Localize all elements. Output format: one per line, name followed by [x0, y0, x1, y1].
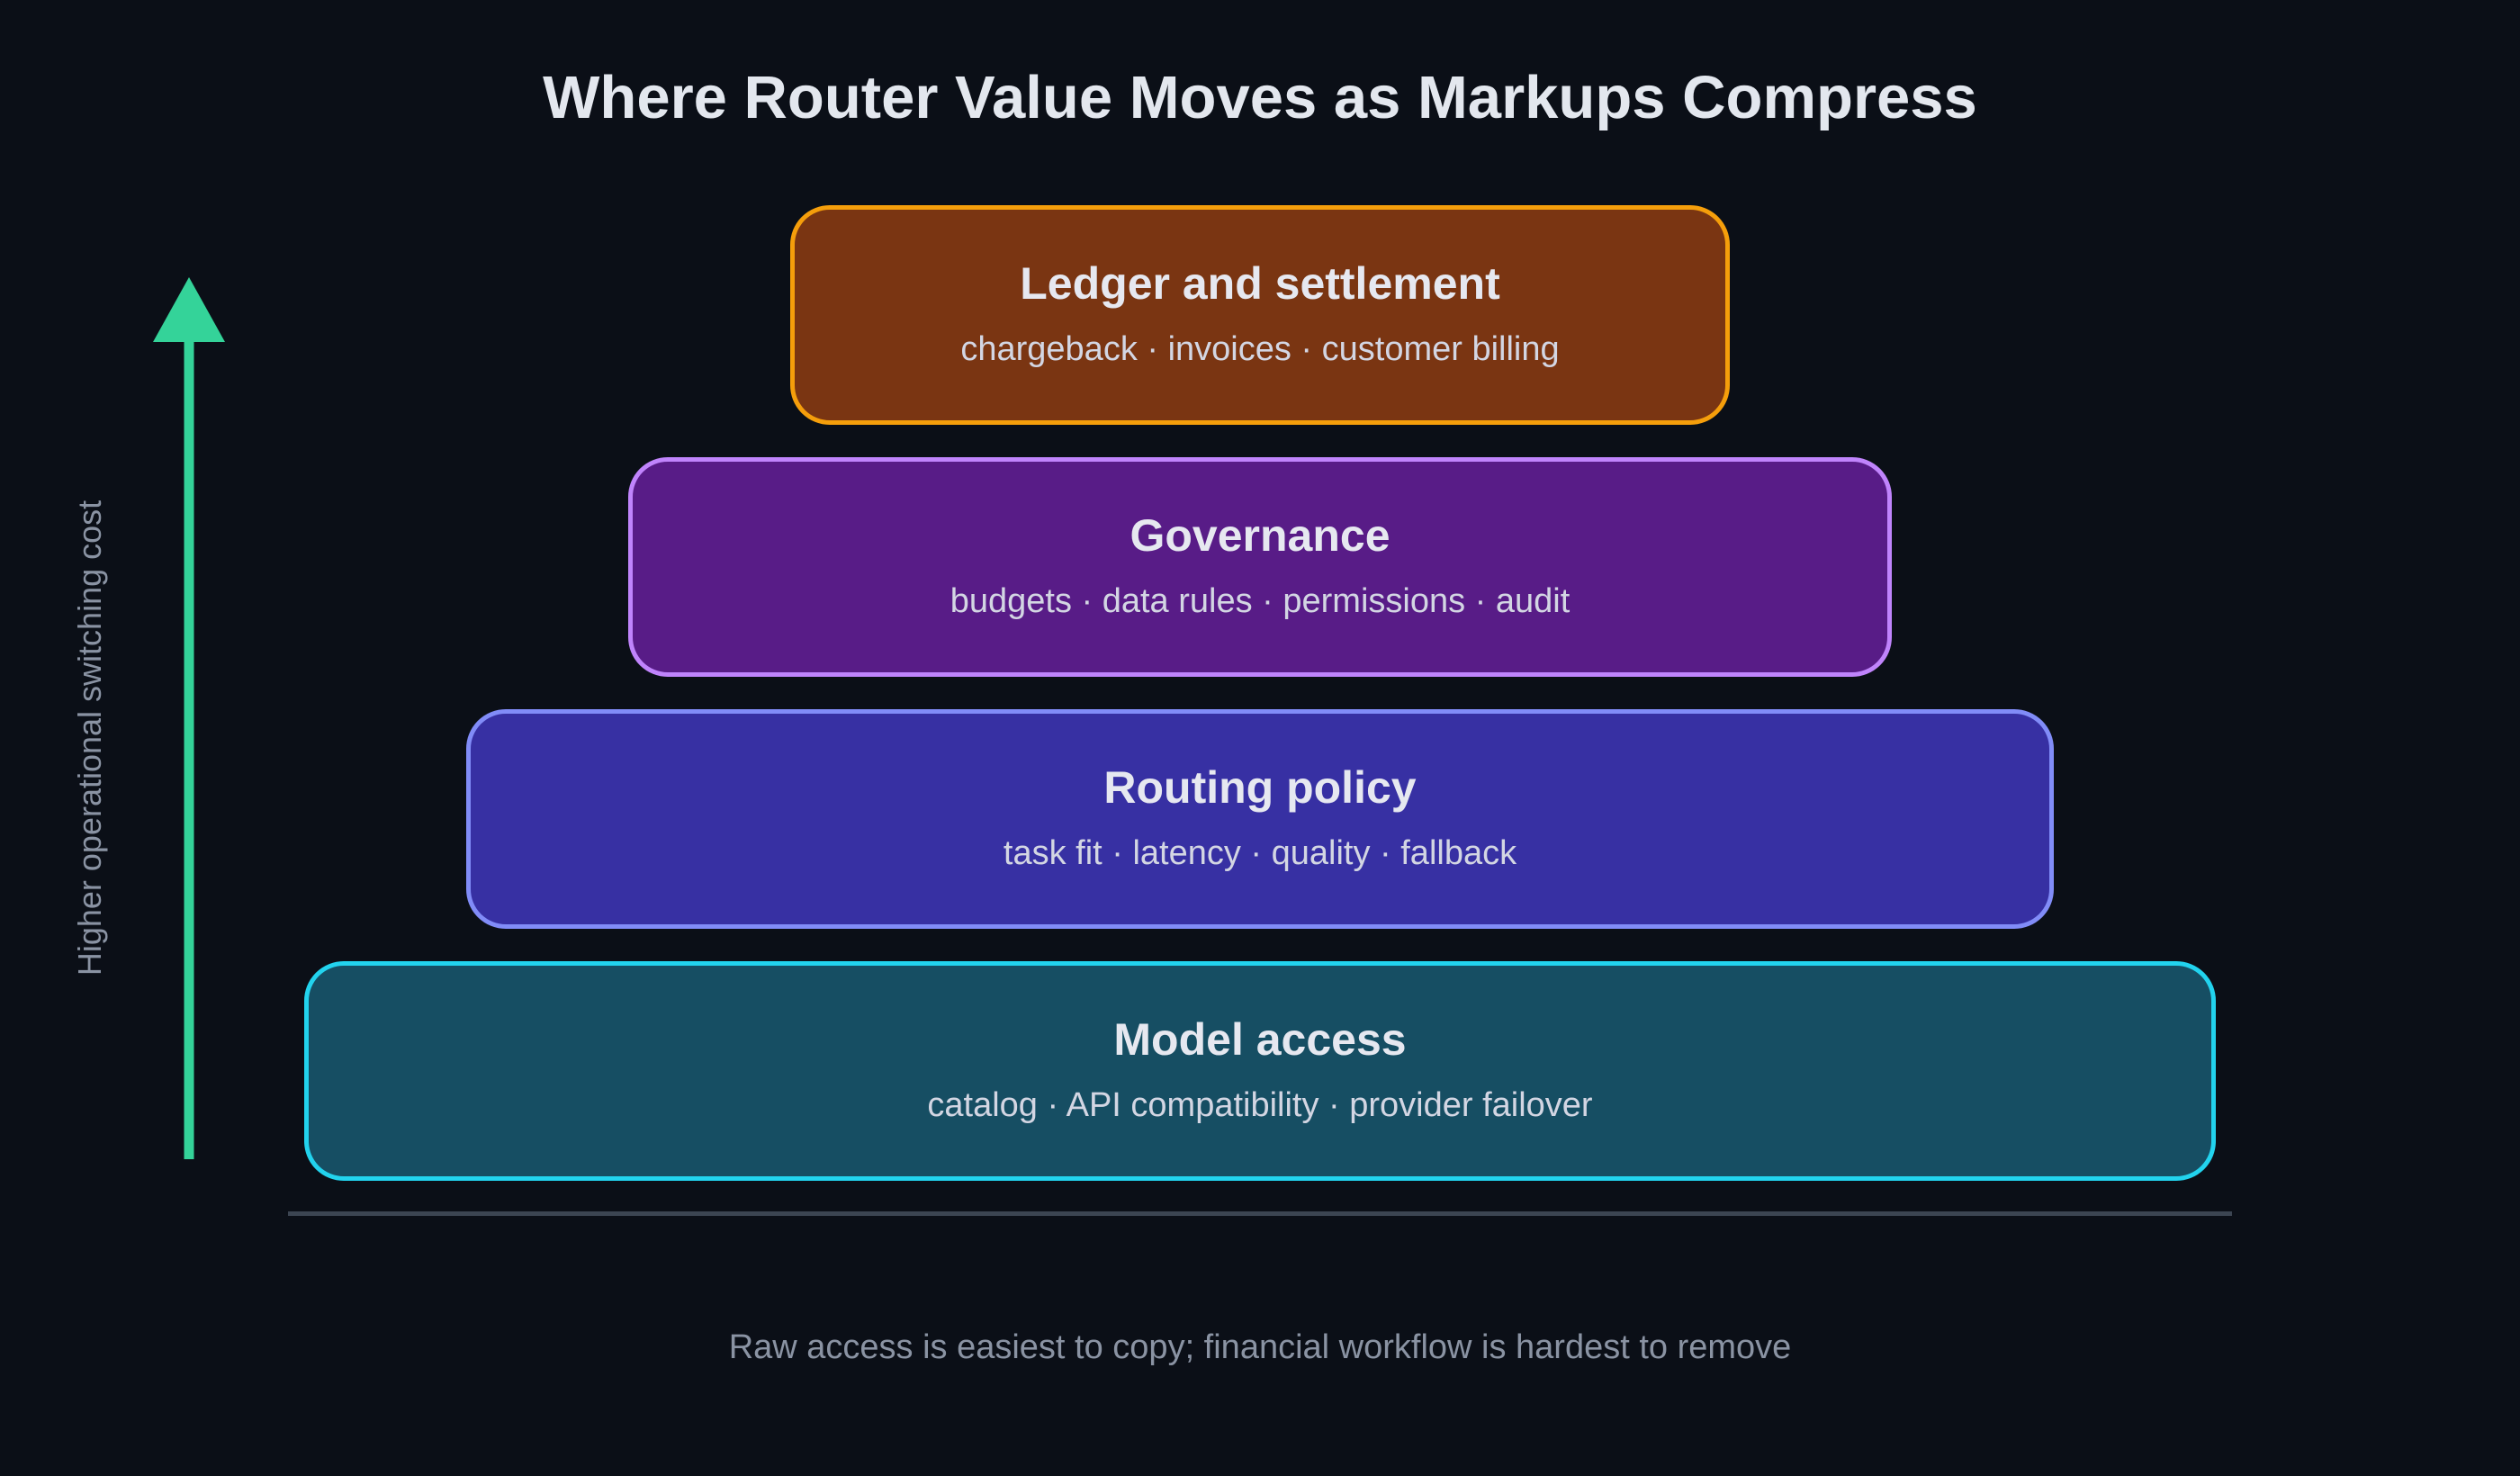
layer-governance: Governance budgets · data rules · permis…: [628, 457, 1892, 677]
switching-cost-arrow-icon: [153, 277, 225, 1159]
layer-routing-policy: Routing policy task fit · latency · qual…: [466, 709, 2054, 929]
axis-label-text: Higher operational switching cost: [71, 500, 108, 976]
layer-name: Routing policy: [1103, 762, 1417, 813]
layer-name: Governance: [1130, 510, 1390, 561]
layer-ledger-and-settlement: Ledger and settlement chargeback · invoi…: [790, 205, 1730, 425]
layer-name: Model access: [1113, 1014, 1407, 1065]
layer-items: catalog · API compatibility · provider f…: [927, 1086, 1593, 1124]
layer-items: task fit · latency · quality · fallback: [1003, 834, 1517, 872]
baseline-divider: [288, 1211, 2232, 1216]
diagram-caption: Raw access is easiest to copy; financial…: [728, 1328, 1792, 1366]
layer-model-access: Model access catalog · API compatibility…: [304, 961, 2216, 1181]
layer-items: chargeback · invoices · customer billing: [960, 330, 1560, 368]
layer-name: Ledger and settlement: [1020, 258, 1500, 309]
layer-items: budgets · data rules · permissions · aud…: [950, 582, 1570, 620]
diagram-title: Where Router Value Moves as Markups Comp…: [543, 64, 1977, 131]
